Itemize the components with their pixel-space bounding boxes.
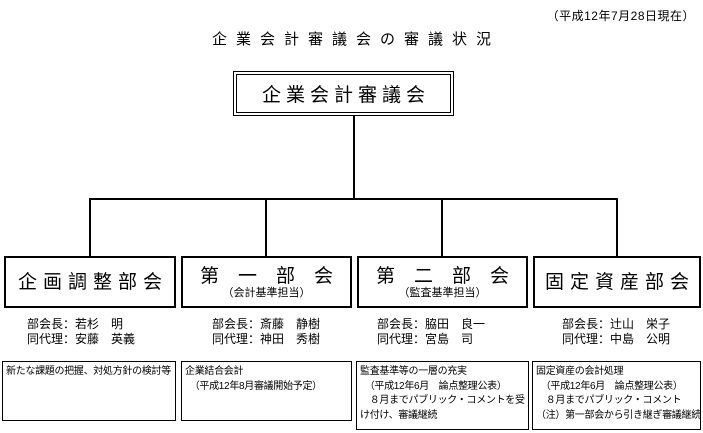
note-box-fixed-assets: 固定資産の会計処理 （平成12年6月 論点整理公表） ８月までパブリック・コメン… [532, 361, 701, 430]
note-line: （注）第一部会から引き継ぎ審議継続 [536, 409, 701, 421]
subcommittee-node-first: 第 一 部 会 （会計基準担当） [181, 256, 352, 308]
note-line: （平成12年6月 論点整理公表） [536, 380, 683, 392]
note-line: （平成12年8月審議開始予定） [185, 380, 323, 392]
subcommittee-name: 企画調整部会 [17, 271, 168, 293]
note-box-planning: 新たな課題の把握、対処方針の検討等 [2, 361, 176, 421]
chair-name: 斎藤 静樹 [260, 317, 321, 331]
chair-role-label: 部会長： [377, 317, 426, 331]
chair-name: 若杉 明 [75, 317, 124, 331]
connector-horizontal [89, 198, 618, 200]
deputy-line: 同代理：宮島 司 [377, 332, 485, 347]
connector-vertical-3 [441, 198, 443, 256]
note-line: 新たな課題の把握、対処方針の検討等 [6, 366, 171, 377]
deputy-role-label: 同代理： [27, 332, 76, 346]
root-node: 企業会計審議会 [233, 71, 454, 116]
note-line: ８月までパブリック・コメント [536, 395, 682, 406]
deputy-role-label: 同代理： [377, 332, 426, 346]
note-box-first: 企業結合会計 （平成12年8月審議開始予定） [181, 361, 352, 421]
note-line: 企業結合会計 [185, 366, 244, 377]
connector-vertical-2 [265, 198, 267, 256]
deputy-line: 同代理：中島 公明 [562, 332, 670, 347]
subcommittee-subtitle: （監査基準担当） [398, 286, 487, 299]
connector-root-vertical [353, 115, 355, 199]
deputy-line: 同代理：安藤 英義 [27, 332, 135, 347]
chair-name: 辻山 栄子 [610, 317, 671, 331]
root-node-inner-border: 企業会計審議会 [236, 74, 451, 113]
leaders-planning: 部会長：若杉 明 同代理：安藤 英義 [27, 317, 135, 347]
deputy-role-label: 同代理： [212, 332, 261, 346]
note-line: け付け、審議継続 [360, 409, 438, 421]
subcommittee-name: 固定資産部会 [544, 271, 695, 293]
subcommittee-node-second: 第 二 部 会 （監査基準担当） [357, 256, 528, 308]
deputy-line: 同代理：神田 秀樹 [212, 332, 320, 347]
root-node-label: 企業会計審議会 [261, 85, 430, 106]
page-title: 企業会計審議会の審議状況 [211, 31, 500, 48]
note-box-second: 監査基準等の一層の充実 （平成12年6月 論点整理公表） ８月までパブリック・コ… [356, 361, 529, 430]
chair-line: 部会長：脇田 良一 [377, 317, 485, 332]
chair-role-label: 部会長： [27, 317, 76, 331]
deputy-role-label: 同代理： [562, 332, 611, 346]
note-line: （平成12年6月 論点整理公表） [360, 380, 507, 392]
connector-vertical-1 [89, 198, 91, 256]
subcommittee-node-planning: 企画調整部会 [4, 256, 176, 308]
chair-name: 脇田 良一 [425, 317, 486, 331]
subcommittee-name: 第 二 部 会 [375, 265, 509, 287]
note-line: 固定資産の会計処理 [536, 366, 624, 377]
date-note: （平成12年7月28日現在） [546, 9, 695, 23]
deputy-name: 神田 秀樹 [260, 332, 321, 346]
subcommittee-node-fixed-assets: 固定資産部会 [533, 256, 701, 308]
deputy-name: 中島 公明 [610, 332, 671, 346]
leaders-fixed-assets: 部会長：辻山 栄子 同代理：中島 公明 [562, 317, 670, 347]
chair-line: 部会長：辻山 栄子 [562, 317, 670, 332]
leaders-second: 部会長：脇田 良一 同代理：宮島 司 [377, 317, 485, 347]
deputy-name: 安藤 英義 [75, 332, 136, 346]
deputy-name: 宮島 司 [425, 332, 474, 346]
connector-vertical-4 [616, 198, 618, 256]
note-line: 監査基準等の一層の充実 [360, 366, 467, 377]
chair-line: 部会長：若杉 明 [27, 317, 135, 332]
note-line: ８月までパブリック・コメントを受 [360, 395, 525, 406]
subcommittee-name: 第 一 部 会 [199, 265, 333, 287]
chair-role-label: 部会長： [562, 317, 611, 331]
subcommittee-subtitle: （会計基準担当） [222, 286, 311, 299]
chair-role-label: 部会長： [212, 317, 261, 331]
chair-line: 部会長：斎藤 静樹 [212, 317, 320, 332]
leaders-first: 部会長：斎藤 静樹 同代理：神田 秀樹 [212, 317, 320, 347]
